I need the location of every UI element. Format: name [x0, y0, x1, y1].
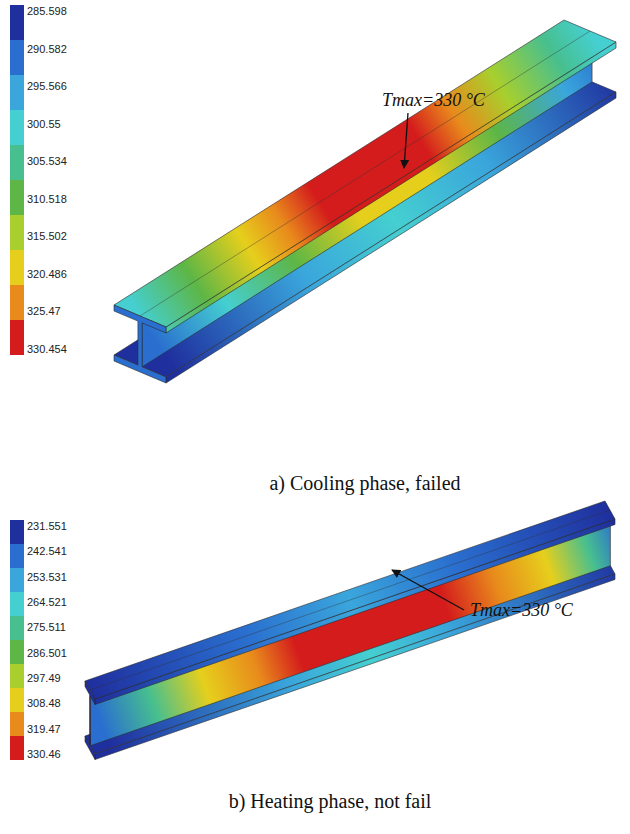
legend-value: 285.598 [27, 5, 67, 17]
beam-heating [85, 501, 615, 760]
beam-face [95, 519, 615, 705]
max-temperature-callout: Tmax=330 °C [382, 90, 485, 110]
mesh-line [90, 510, 610, 690]
legend-value: 315.502 [27, 230, 67, 242]
leader-arrow [392, 570, 464, 610]
beam-face [85, 681, 95, 760]
colorbar-band [10, 215, 24, 250]
colorbar-band [10, 320, 24, 355]
beam-face [85, 501, 615, 699]
legend-value: 330.46 [27, 748, 61, 760]
colorbar-band [10, 75, 24, 110]
colorbar-band [10, 250, 24, 285]
legend-value: 305.534 [27, 155, 67, 167]
colorbar-band [10, 544, 24, 568]
legend-value: 231.551 [27, 520, 67, 532]
legend-value: 319.47 [27, 723, 61, 735]
colorbar-band [10, 616, 24, 640]
colorbar-band [10, 145, 24, 180]
max-temperature-callout: Tmax=330 °C [470, 600, 573, 620]
colorbar-band [10, 688, 24, 712]
beam-face [114, 305, 166, 383]
colorbar-band [10, 592, 24, 616]
colorbar-band [10, 664, 24, 688]
legend-value: 295.566 [27, 80, 67, 92]
colorbar-band [10, 40, 24, 75]
colorbar-band [10, 180, 24, 215]
figure-caption: a) Cooling phase, failed [269, 472, 460, 494]
legend-value: 310.518 [27, 193, 67, 205]
colorbar-band [10, 640, 24, 664]
mesh-line [140, 31, 590, 316]
legend-value: 325.47 [27, 305, 61, 317]
legend-value: 242.541 [27, 545, 67, 557]
legend-value: 297.49 [27, 672, 61, 684]
legend-value: 290.582 [27, 43, 67, 55]
legend-value: 253.531 [27, 571, 67, 583]
figure-caption: b) Heating phase, not fail [229, 790, 432, 812]
colorbar-band [10, 520, 24, 544]
legend-value: 308.48 [27, 697, 61, 709]
beam-face [114, 20, 616, 327]
colorbar-band [10, 736, 24, 760]
colorbar-band [10, 712, 24, 736]
beam-cooling [114, 20, 616, 383]
colorbar-band [10, 5, 24, 40]
colorbar-band [10, 285, 24, 320]
leader-arrow [404, 113, 408, 168]
legend-value: 330.454 [27, 343, 67, 355]
beam-face [166, 42, 616, 333]
legend-value: 320.486 [27, 268, 67, 280]
legend-value: 264.521 [27, 596, 67, 608]
colorbar-band [10, 110, 24, 145]
legend-value: 300.55 [27, 118, 61, 130]
legend-value: 286.501 [27, 647, 67, 659]
colorbar-band [10, 568, 24, 592]
legend-value: 275.511 [27, 621, 66, 633]
